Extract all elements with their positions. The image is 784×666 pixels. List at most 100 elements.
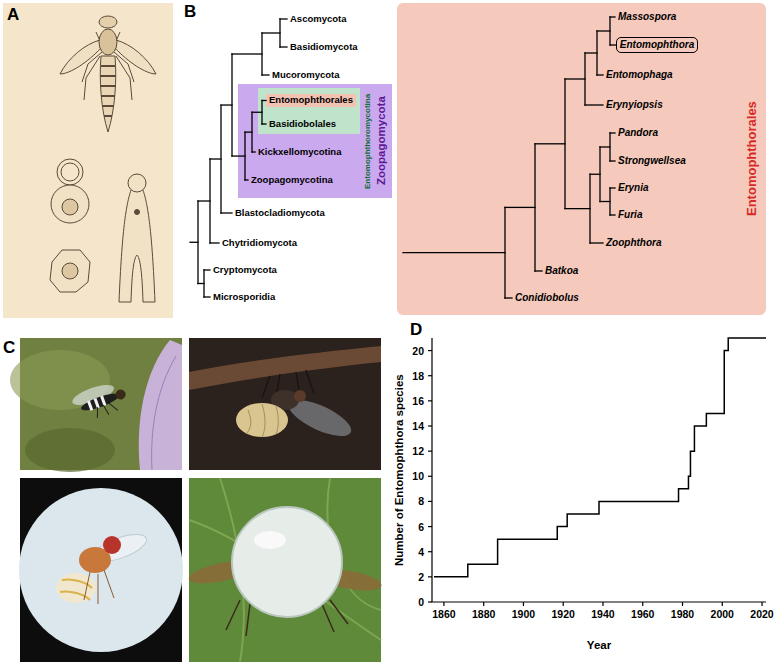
spore-drawing [57,159,83,185]
tick-label: 1980 [671,608,694,620]
photo-infected-fly [294,390,306,402]
photo-microscope-fly [103,536,121,554]
tick-mark [602,602,603,606]
fly-drawing [60,40,101,74]
tree-branch [251,112,252,152]
taxon-label: Blastocladiomycota [235,208,325,219]
fly-drawing [100,56,115,132]
tree-branch [203,270,204,297]
photo-hoverfly [10,338,182,472]
tick-mark [761,602,762,606]
photo-hoverfly [114,388,127,401]
step-line [434,338,766,577]
taxon-label: Microsporidia [213,292,275,303]
tick-label: 6 [418,521,424,533]
tree-branch [190,242,198,243]
chart-axes [428,338,766,606]
spore-drawing [119,190,155,302]
tree-branch [279,19,280,47]
tree-branch [505,207,535,208]
tick-mark [428,400,432,401]
photo-infected-fly [236,403,288,437]
tick-mark [428,451,432,452]
tree-branch [534,144,535,271]
tick-label: 12 [412,445,424,457]
tick-mark [428,601,432,602]
tree-branch [232,53,262,54]
tree-branch [597,30,610,31]
taxon-label: Basidiomycota [290,42,358,53]
genus-label: Strongwellsea [618,155,686,167]
fly-drawing [115,40,156,74]
tick-mark [642,602,643,606]
photo-hoverfly [94,398,100,408]
spore-drawing [61,163,79,181]
tree-branch [221,104,232,105]
photo-hoverfly [87,400,93,410]
tree-branch [610,187,615,188]
taxon-label: Cryptomycota [213,265,277,276]
tree-branch [262,123,266,124]
photo-leaf-fly [187,478,383,662]
panel-letter: C [3,338,15,358]
tick-label: 18 [412,370,424,382]
tree-branch [220,105,221,213]
tree-branch [585,104,603,105]
genus-label: Zoophthora [606,237,662,249]
photo-leaf-fly [232,507,342,617]
tick-label: 16 [412,395,424,407]
tree-branch [505,297,512,298]
tree-branch [204,296,210,297]
spore-drawing [50,250,90,292]
photo-infected-fly [189,346,381,390]
tick-label: 4 [418,546,424,558]
tick-mark [563,602,564,606]
taxon-label: Mucoromycota [272,70,340,81]
taxon-label: Ascomycota [290,14,347,25]
spore-drawing [51,185,89,223]
genus-label: Pandora [618,127,658,139]
tree-branch [599,147,600,202]
tree-branch [535,270,542,271]
tick-label: 1900 [512,608,535,620]
taxon-label: Chytridiomycota [222,238,297,249]
tree-branch [198,283,204,284]
tree-branch [252,151,255,152]
tree-branch [280,18,287,19]
tree-branch [585,52,597,53]
fly-drawing [60,16,156,132]
taxon-label: Zoopagomycotina [251,175,333,186]
tree-branch [252,112,262,113]
tick-mark [428,551,432,552]
clade-label: Entomophthoromycotina [363,93,372,188]
tree-branch [262,74,269,75]
tree-branch [262,100,266,101]
tree-branch [565,208,590,209]
tick-label: 1860 [432,608,455,620]
tree-branch [596,31,597,75]
tree-branch [610,132,615,133]
highlight-box: Entomophthora [616,37,698,53]
tree-branch [609,17,610,45]
tick-mark [428,501,432,502]
photo-microscope-fly [19,488,183,652]
tree-branch [210,242,219,243]
tree-branch [589,174,590,243]
photo-microscope-fly [56,573,96,603]
photo-hoverfly [139,340,182,470]
tree-branch [245,179,248,180]
tree-branch [565,78,585,79]
tree-branch [209,159,210,243]
tick-mark [483,602,484,606]
photo-infected-fly [189,338,381,470]
genus-label: Entomophaga [606,69,673,81]
taxon-label: Basidiobolales [269,119,336,130]
photo-hoverfly [152,356,176,470]
tree-branch [610,16,615,17]
fly-drawing [100,66,116,116]
photo-leaf-fly [254,531,286,549]
tree-branch [245,131,252,132]
tree-branch [403,252,505,253]
tick-mark [428,576,432,577]
